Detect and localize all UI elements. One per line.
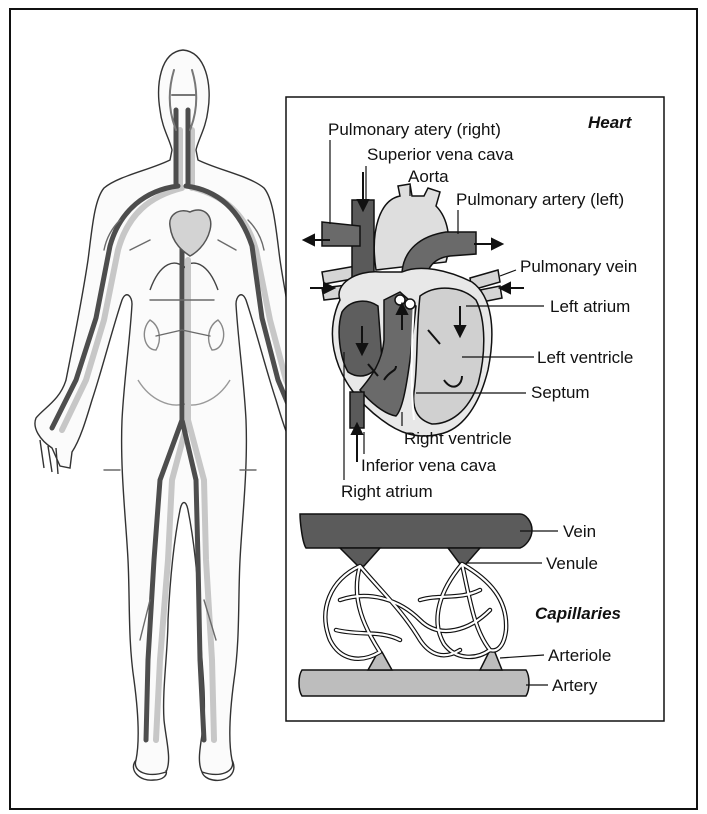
heart-panel-title: Heart bbox=[588, 113, 633, 132]
label-arteriole: Arteriole bbox=[548, 646, 611, 665]
capillaries-title: Capillaries bbox=[535, 604, 621, 623]
label-right-ventricle: Right ventricle bbox=[404, 429, 512, 448]
label-vein: Vein bbox=[563, 522, 596, 541]
label-venule: Venule bbox=[546, 554, 598, 573]
artery-tube bbox=[299, 670, 529, 696]
pulmonary-artery-right-vessel bbox=[322, 222, 360, 246]
label-pulmonary-artery-left: Pulmonary artery (left) bbox=[456, 190, 624, 209]
label-inferior-vena-cava: Inferior vena cava bbox=[361, 456, 497, 475]
label-right-atrium: Right atrium bbox=[341, 482, 433, 501]
label-septum: Septum bbox=[531, 383, 590, 402]
valve-1 bbox=[395, 295, 405, 305]
label-left-ventricle: Left ventricle bbox=[537, 348, 633, 367]
label-pulmonary-vein: Pulmonary vein bbox=[520, 257, 637, 276]
label-pulmonary-artery-right: Pulmonary atery (right) bbox=[328, 120, 501, 139]
right-atrium-chamber bbox=[339, 301, 382, 376]
label-left-atrium: Left atrium bbox=[550, 297, 630, 316]
vein-tube bbox=[300, 514, 532, 548]
label-aorta: Aorta bbox=[408, 167, 449, 186]
label-artery: Artery bbox=[552, 676, 598, 695]
valve-2 bbox=[405, 299, 415, 309]
label-superior-vena-cava: Superior vena cava bbox=[367, 145, 514, 164]
